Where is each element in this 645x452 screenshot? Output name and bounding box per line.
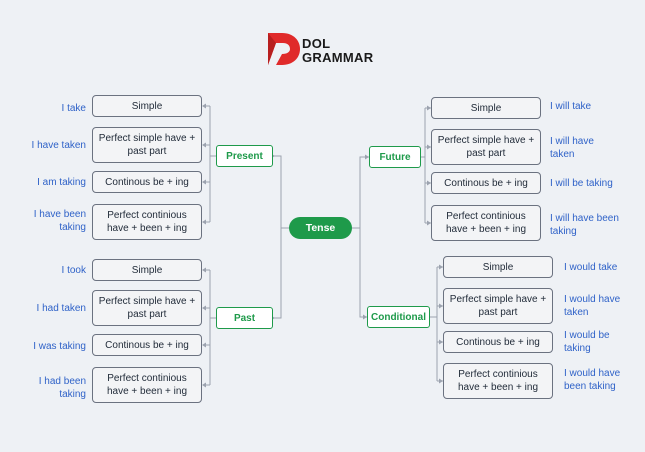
future-example-perfect-continuous: I will have been taking [550, 213, 619, 237]
conditional-example-perfect-simple: I would have taken [564, 294, 621, 318]
past-example-simple: I took [61, 265, 86, 276]
dol-logo-icon [268, 33, 300, 65]
arrow-future-form-0 [427, 105, 431, 111]
arrow-present-form-1 [202, 142, 206, 148]
arrow-past-form-2 [202, 342, 206, 348]
present-form-perfect-simple: Perfect simple have + past part [92, 127, 202, 163]
root-node-tense: Tense [289, 217, 352, 239]
past-form-simple: Simple [92, 259, 202, 281]
logo-text-line2: GRAMMAR [302, 50, 374, 65]
present-example-perfect-continuous: I have been taking [33, 209, 86, 233]
past-form-perfect-simple: Perfect simple have + past part [92, 290, 202, 326]
past-form-continuous: Continous be + ing [92, 334, 202, 356]
arrow-future [365, 154, 369, 160]
future-example-continuous: I will be taking [550, 178, 613, 189]
past-example-perfect-continuous: I had been taking [38, 376, 86, 400]
arrow-conditional-form-0 [439, 264, 443, 270]
connector-root-conditional [359, 228, 367, 318]
present-form-perfect-continuous: Perfect continious have + been + ing [92, 204, 202, 240]
arrow-past-form-3 [202, 382, 206, 388]
conditional-form-perfect-continuous: Perfect continious have + been + ing [443, 363, 553, 399]
arrow-conditional-form-1 [439, 303, 443, 309]
future-example-perfect-simple: I will have taken [550, 136, 594, 160]
conditional-form-perfect-simple: Perfect simple have + past part [443, 288, 553, 324]
arrow-past-form-0 [202, 267, 206, 273]
present-form-simple: Simple [92, 95, 202, 117]
present-example-continuous: I am taking [37, 177, 86, 188]
arrow-conditional-form-2 [439, 339, 443, 345]
past-form-perfect-continuous: Perfect continious have + been + ing [92, 367, 202, 403]
present-example-perfect-simple: I have taken [31, 140, 86, 151]
logo-text-line1: DOL [302, 36, 331, 51]
arrow-conditional-form-3 [439, 378, 443, 384]
conditional-example-simple: I would take [564, 262, 618, 273]
conditional-form-simple: Simple [443, 256, 553, 278]
arrow-present-form-0 [202, 103, 206, 109]
arrow-present-form-3 [202, 219, 206, 225]
branch-future: Future [369, 146, 421, 168]
future-example-simple: I will take [550, 101, 592, 112]
arrow-future-form-3 [427, 220, 431, 226]
present-form-continuous: Continous be + ing [92, 171, 202, 193]
past-example-perfect-simple: I had taken [36, 303, 86, 314]
present-example-simple: I take [61, 103, 86, 114]
past-example-continuous: I was taking [33, 341, 86, 352]
future-form-perfect-continuous: Perfect continious have + been + ing [431, 205, 541, 241]
conditional-example-continuous: I would be taking [564, 330, 610, 354]
arrow-conditional [363, 314, 367, 320]
connector-root-past [273, 228, 282, 319]
arrow-future-form-2 [427, 180, 431, 186]
branch-past: Past [216, 307, 273, 329]
future-form-continuous: Continous be + ing [431, 172, 541, 194]
branch-conditional: Conditional [367, 306, 430, 328]
arrow-past-form-1 [202, 305, 206, 311]
arrow-future-form-1 [427, 144, 431, 150]
conditional-example-perfect-continuous: I would have been taking [564, 368, 621, 392]
conditional-form-continuous: Continous be + ing [443, 331, 553, 353]
future-form-simple: Simple [431, 97, 541, 119]
future-form-perfect-simple: Perfect simple have + past part [431, 129, 541, 165]
connector-root-present [273, 155, 289, 229]
connector-root-future [352, 156, 369, 229]
arrow-present-form-2 [202, 179, 206, 185]
branch-present: Present [216, 145, 273, 167]
